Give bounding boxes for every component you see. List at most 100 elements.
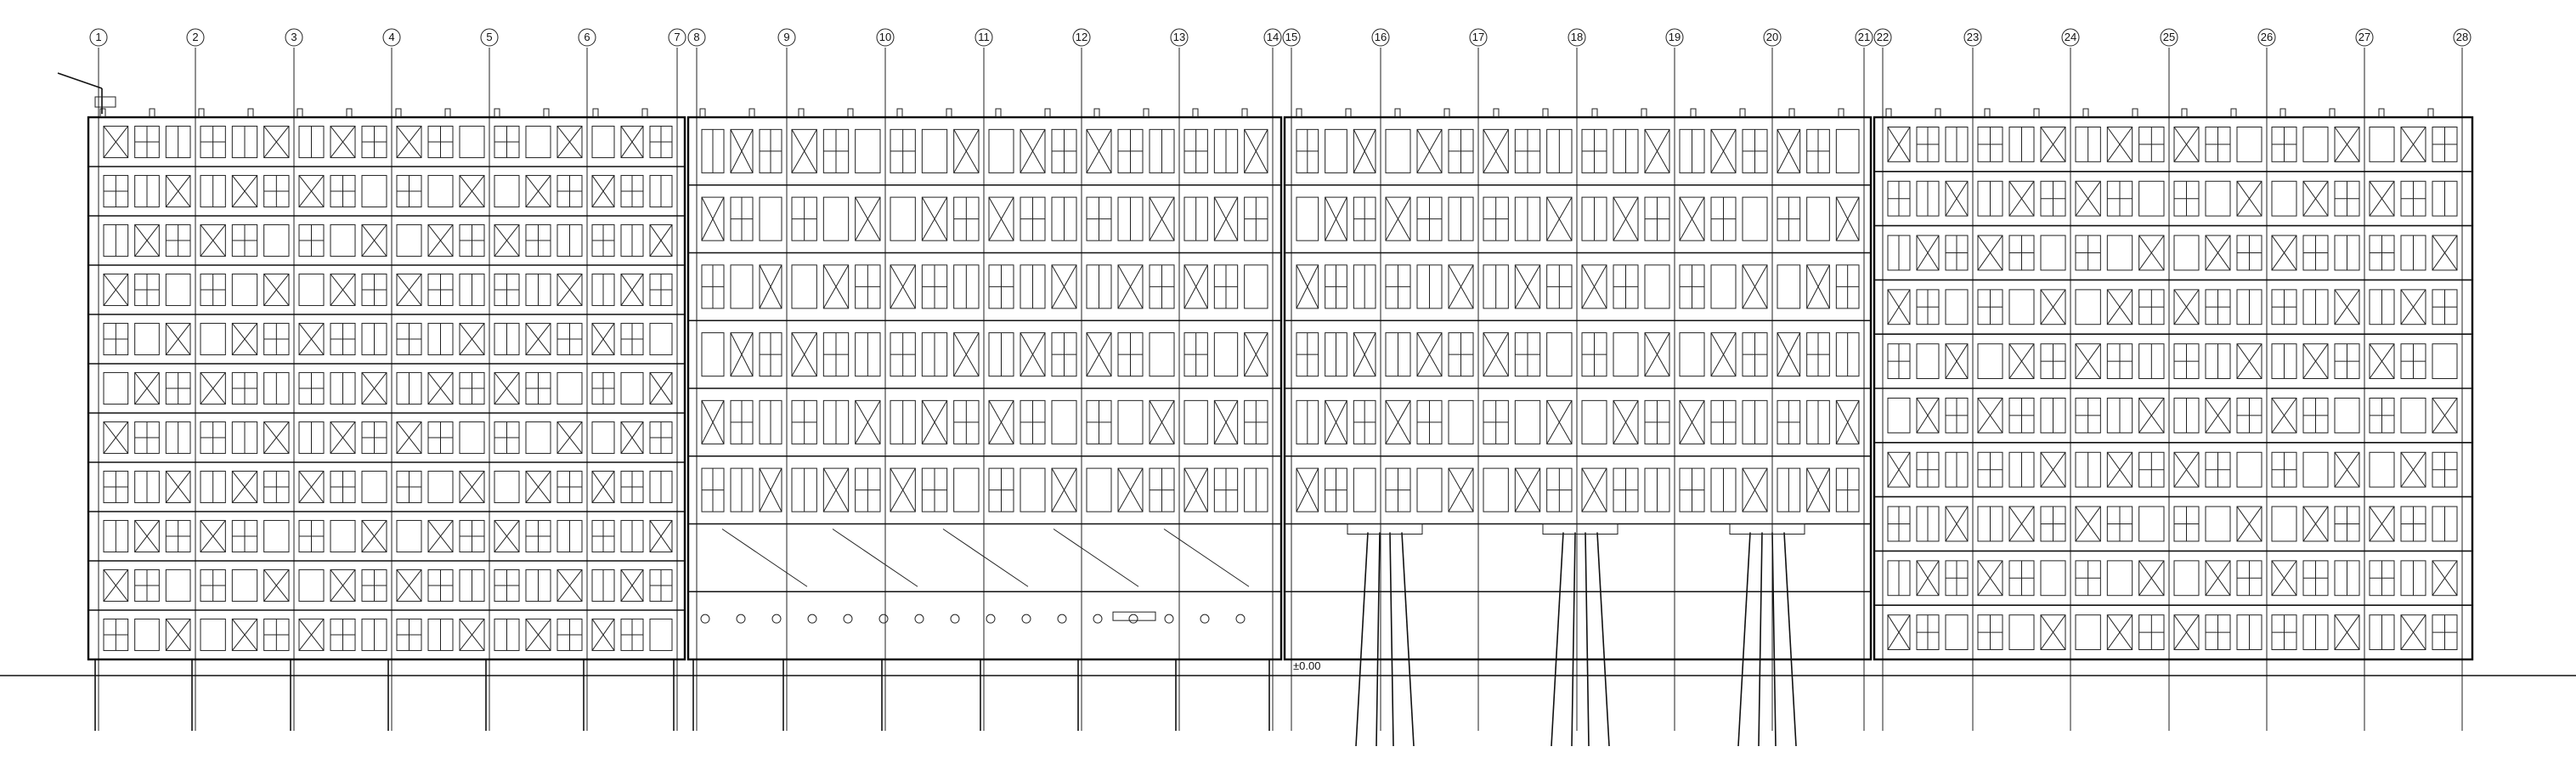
block-a-window [620, 273, 644, 307]
block-b-window-diag-b [855, 196, 881, 241]
block-d-window-diag-b [2075, 180, 2101, 217]
block-d-window-diag-b [2008, 343, 2035, 379]
block-a-window-diag-b [620, 274, 644, 306]
block-d-window-diag-b [2008, 506, 2035, 542]
block-d-roof-stack [1935, 108, 1941, 118]
block-a-window [494, 174, 520, 208]
block-c-window-diag-b [1353, 129, 1376, 173]
block-d-window-diag-b [1916, 560, 1940, 596]
block-d-window-diag-b [2334, 127, 2360, 162]
block-a-roof-stack [543, 108, 550, 118]
block-d-window [2236, 506, 2262, 542]
block-d-window-diag-b [2173, 289, 2200, 325]
block-a-outline [87, 116, 686, 661]
block-a-window-diag-b [556, 126, 583, 158]
facade-block-b [686, 108, 1283, 661]
block-a-window-diag-b [165, 323, 191, 355]
facade-blocks [87, 108, 2474, 747]
block-c-window [1742, 196, 1768, 241]
block-d-window [2432, 560, 2458, 597]
block-c-roof-stack [1394, 108, 1401, 118]
block-c-window [1581, 399, 1607, 444]
block-b-window [1149, 332, 1175, 377]
block-b-window-diag-b [988, 400, 1014, 444]
block-b-window [1020, 128, 1046, 173]
block-c-window [1448, 467, 1474, 512]
block-b-window [1244, 128, 1268, 173]
block-a-window-diag-b [525, 175, 551, 207]
podium-brace [942, 529, 1029, 587]
axis-label-20: 20 [1766, 31, 1778, 43]
block-c-window-diag-b [1296, 264, 1319, 309]
block-b-roof-stack [1192, 108, 1199, 118]
block-d-roof-stack [2181, 108, 2188, 118]
block-d-window-diag-b [2205, 398, 2231, 433]
block-d-window-diag-b [2334, 614, 2360, 650]
block-b-window [921, 128, 948, 173]
axis-label-8: 8 [693, 31, 699, 43]
block-d-window-diag-b [2008, 180, 2035, 217]
pilotis-leg [1376, 532, 1381, 747]
block-a-window [361, 371, 387, 405]
pilotis-cap [1347, 523, 1423, 535]
block-a-window-diag-b [298, 323, 325, 355]
axis-circle-24 [2061, 28, 2080, 47]
block-a-window [494, 519, 520, 553]
block-c-window [1483, 467, 1509, 512]
block-d-roof-stack [2132, 108, 2138, 118]
block-d-window-diag-b [2236, 180, 2262, 217]
block-c-roof-stack [1493, 108, 1500, 118]
block-b-window [701, 332, 725, 377]
block-c-roof-stack [1296, 108, 1302, 118]
block-a-window [330, 273, 356, 307]
block-a-window [200, 322, 226, 356]
block-c-window [1353, 467, 1376, 512]
block-b-window [953, 332, 980, 377]
block-b-window-diag-b [1086, 129, 1112, 173]
block-c-window [1353, 128, 1376, 173]
block-d-window [1887, 126, 1911, 162]
block-c-window-diag-b [1416, 129, 1443, 173]
block-b-window-diag-b [890, 467, 916, 512]
block-d-window-diag-b [2334, 289, 2360, 325]
block-c-window [1353, 332, 1376, 377]
block-a-window-diag-b [591, 323, 615, 355]
block-d-window [2173, 560, 2200, 597]
axis-circle-19 [1665, 28, 1684, 47]
axis-circle-13 [1170, 28, 1189, 47]
block-d-window [2138, 397, 2165, 433]
block-c-window-diag-b [1546, 196, 1573, 241]
block-c-roof-stack [1739, 108, 1746, 118]
block-d-window-diag-b [2106, 289, 2133, 325]
block-a-window-diag-b [298, 619, 325, 651]
block-c-window [1325, 196, 1347, 241]
block-a-window [649, 223, 673, 257]
block-b-window-diag-b [855, 400, 881, 444]
axis-bubble-6: 6 [578, 28, 596, 47]
block-d-roof-stack [2033, 108, 2040, 118]
block-a-window-diag-b [298, 471, 325, 503]
block-a-window [591, 618, 615, 652]
block-b-window [822, 264, 850, 309]
block-d-window [2040, 235, 2066, 271]
block-d-window-diag-b [2173, 451, 2200, 488]
block-d-window [2334, 126, 2360, 162]
block-c-window-diag-b [1325, 196, 1347, 241]
block-b-window [791, 264, 817, 309]
block-b-roof-stack [946, 108, 952, 118]
block-d-window [2369, 180, 2395, 217]
block-c-window-diag-b [1483, 332, 1509, 376]
block-a-window [525, 322, 551, 356]
axis-label-28: 28 [2456, 31, 2468, 43]
block-d-window [1945, 180, 1969, 217]
block-a-window [427, 174, 454, 208]
block-d-window [1916, 343, 1940, 380]
block-a-window [231, 618, 258, 652]
block-d-window-diag-b [2302, 506, 2329, 542]
block-c-window [1325, 128, 1347, 173]
block-a-window-diag-b [427, 520, 454, 552]
block-d-window [2302, 451, 2329, 488]
block-a-window [591, 421, 615, 455]
block-b-window [759, 264, 782, 309]
block-a-window [134, 223, 160, 257]
